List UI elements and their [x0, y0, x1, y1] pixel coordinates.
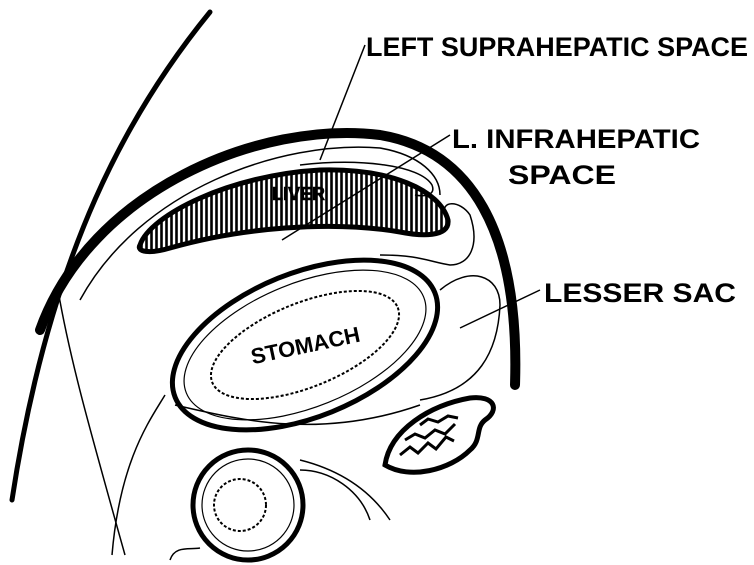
- label-l-infrahepatic-2: SPACE: [508, 160, 616, 190]
- label-l-infrahepatic-1: L. INFRAHEPATIC: [452, 124, 700, 154]
- liver-lobe: [139, 170, 448, 252]
- label-lesser-sac: LESSER SAC: [544, 278, 736, 308]
- leader-lesser-sac: [460, 290, 540, 328]
- mesentery-line-3: [300, 460, 390, 520]
- mesentery-line-1: [112, 395, 165, 555]
- colon-mucosa: [214, 479, 266, 531]
- pancreas: [385, 398, 493, 473]
- liver-label: LIVER: [272, 184, 325, 204]
- label-left-suprahepatic: LEFT SUPRAHEPATIC SPACE: [366, 32, 748, 62]
- inner-wall-line: [58, 290, 125, 555]
- leader-suprahepatic: [320, 45, 365, 160]
